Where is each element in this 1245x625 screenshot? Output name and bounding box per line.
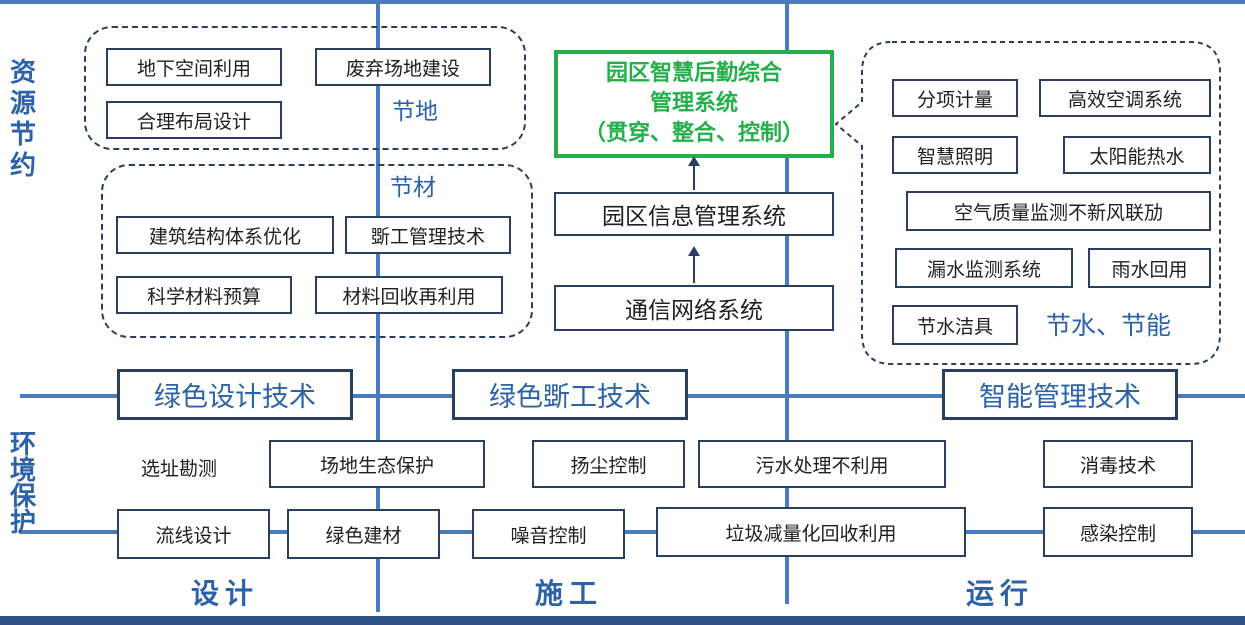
smart-management-tech: 智能管理技术 [942, 369, 1178, 420]
we-item-lighting: 智慧照明 [892, 136, 1018, 174]
env-item-waste: 垃圾减量化回收利用 [656, 507, 966, 557]
env-item-green-material: 绿色建材 [287, 509, 440, 559]
communication-network-box: 通信网络系统 [554, 285, 834, 331]
phase-design-label: 设计 [191, 577, 260, 610]
we-item-air-quality: 空气质量监测不新风联劢 [906, 191, 1211, 231]
we-item-rainwater: 雨水回用 [1088, 248, 1211, 288]
flow-arrows [688, 156, 700, 283]
resource-saving-label: 资源节约 [9, 58, 36, 181]
land-item-layout: 合理布局设计 [106, 101, 282, 139]
smart-logistics-system-box: 园区智慧后勤综合 管理系统 （贯穿、整合、控制） [554, 50, 834, 158]
we-item-solar: 太阳能热水 [1063, 136, 1211, 174]
material-item-construction-mgmt: 斲工管理技术 [345, 216, 511, 254]
green-construction-tech: 绿色斲工技术 [452, 369, 688, 420]
land-saving-region [84, 26, 526, 150]
water-energy-region [834, 41, 1221, 365]
env-item-infection: 感染控制 [1043, 507, 1193, 557]
env-item-ecology: 场地生态保护 [269, 440, 485, 488]
env-item-circulation: 流线设计 [117, 509, 270, 559]
material-item-structure: 建筑结构体系优化 [116, 216, 334, 254]
phase-operation-label: 运行 [966, 577, 1035, 610]
arrow-up-icon [688, 246, 700, 283]
we-item-metering: 分项计量 [892, 79, 1018, 117]
land-item-abandoned-site: 废弃场地建设 [315, 48, 491, 86]
we-item-fixtures: 节水洁具 [892, 305, 1018, 345]
material-item-recycle: 材料回收再利用 [315, 276, 503, 314]
material-item-budget: 科学材料预算 [116, 276, 292, 314]
material-saving-label: 节材 [390, 175, 436, 201]
material-saving-region [101, 164, 533, 338]
green-design-tech: 绿色设计技术 [117, 369, 353, 420]
env-item-sewage: 污水处理不利用 [698, 440, 946, 488]
we-item-hvac: 高效空调系统 [1039, 79, 1211, 117]
top-rule [0, 0, 1245, 4]
phase-construction-label: 施工 [535, 577, 604, 610]
info-management-system-box: 园区信息管理系统 [554, 192, 834, 236]
env-item-site-survey: 选址勘测 [141, 458, 218, 480]
land-item-underground: 地下空间利用 [106, 48, 282, 86]
land-saving-label: 节地 [392, 99, 438, 125]
arrow-up-icon [688, 156, 700, 190]
env-item-dust: 扬尘控制 [532, 440, 685, 488]
env-item-noise: 噪音控制 [472, 509, 625, 559]
env-axis-line [20, 530, 1245, 534]
bottom-bar [0, 616, 1245, 625]
water-energy-label: 节水、节能 [1046, 311, 1172, 340]
env-item-disinfection: 消毒技术 [1043, 440, 1193, 488]
we-item-leak: 漏水监测系统 [895, 248, 1073, 288]
environment-protection-label: 环境保护 [9, 430, 36, 538]
